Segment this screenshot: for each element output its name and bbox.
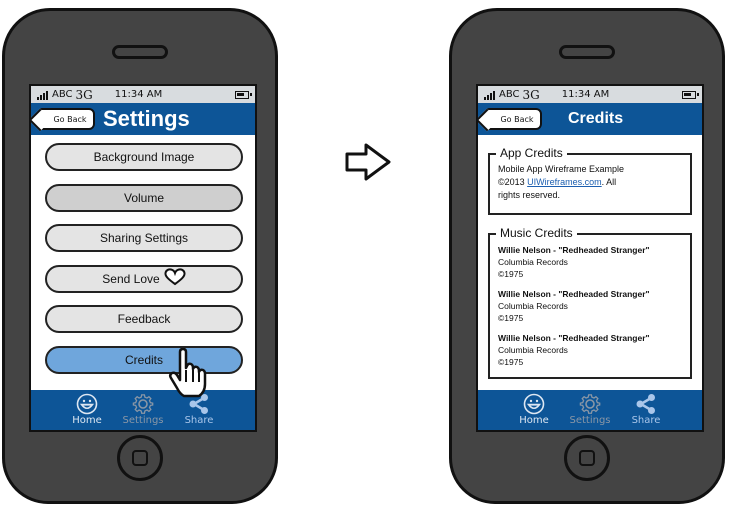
sharing-settings-button[interactable]: Sharing Settings — [45, 224, 243, 252]
tab-home[interactable]: Home — [515, 393, 553, 430]
credit-entry: Willie Nelson - "Redheaded Stranger" Col… — [498, 244, 682, 280]
button-label: Credits — [124, 352, 163, 367]
nav-bar: Go Back Credits — [478, 103, 702, 135]
app-credits-text: Mobile App Wireframe Example ©2013 UIWir… — [498, 163, 682, 202]
nav-bar: Go Back Settings — [31, 103, 255, 135]
credit-artist: Willie Nelson - "Redheaded Stranger" — [498, 333, 650, 343]
settings-screen: ABC 3G 11:34 AM Go Back Settings Backgro… — [29, 84, 257, 432]
tab-share[interactable]: Share — [627, 393, 665, 430]
settings-menu: Background Image Volume Sharing Settings… — [31, 135, 255, 374]
credit-label: Columbia Records — [498, 301, 568, 311]
credit-entry: Willie Nelson - "Redheaded Stranger" Col… — [498, 288, 682, 324]
tab-label: Settings — [122, 415, 164, 426]
page-title: Credits — [568, 110, 624, 127]
page-title: Settings — [103, 106, 190, 131]
credit-label: Columbia Records — [498, 257, 568, 267]
credit-artist: Willie Nelson - "Redheaded Stranger" — [498, 245, 650, 255]
go-back-button[interactable]: Go Back — [486, 108, 542, 130]
copyright-text: ©2013 — [498, 177, 528, 187]
network-type: 3G — [75, 87, 93, 102]
app-credits-group: App Credits Mobile App Wireframe Example… — [488, 146, 692, 215]
tab-bar: Home Settings Share — [478, 390, 702, 430]
send-love-button[interactable]: Send Love — [45, 264, 243, 293]
home-hardware-button[interactable] — [117, 435, 163, 481]
battery-icon — [235, 90, 252, 99]
clock: 11:34 AM — [561, 89, 610, 100]
button-label: Feedback — [117, 312, 171, 326]
app-name-text: Mobile App Wireframe Example — [498, 164, 625, 174]
signal-icon — [484, 90, 495, 100]
tab-bar: Home Settings Share — [31, 390, 255, 430]
network-type: 3G — [522, 87, 540, 102]
signal-icon — [37, 90, 48, 100]
go-back-button[interactable]: Go Back — [39, 108, 95, 130]
gear-icon — [132, 393, 154, 415]
status-bar: ABC 3G 11:34 AM — [31, 86, 255, 103]
credits-screen: ABC 3G 11:34 AM Go Back Credits App Cred… — [476, 84, 704, 432]
go-back-label: Go Back — [500, 114, 534, 124]
status-bar: ABC 3G 11:34 AM — [478, 86, 702, 103]
credit-label: Columbia Records — [498, 345, 568, 355]
credit-year: ©1975 — [498, 357, 524, 367]
volume-button[interactable]: Volume — [45, 183, 243, 212]
tab-share[interactable]: Share — [180, 393, 218, 430]
home-square-icon — [579, 450, 595, 466]
tab-settings[interactable]: Settings — [569, 393, 611, 430]
button-label: Send Love — [102, 271, 160, 286]
speaker-grille — [559, 45, 615, 59]
tab-label: Home — [72, 415, 102, 426]
tab-label: Home — [519, 415, 549, 426]
group-legend: Music Credits — [496, 226, 577, 240]
smiley-icon — [523, 393, 545, 415]
gear-icon — [579, 393, 601, 415]
credit-year: ©1975 — [498, 269, 524, 279]
music-credits-group: Music Credits Willie Nelson - "Redheaded… — [488, 226, 692, 379]
speaker-grille — [112, 45, 168, 59]
go-back-label: Go Back — [53, 114, 87, 124]
pointer-hand-icon — [168, 347, 208, 404]
button-label: Background Image — [93, 150, 195, 164]
credit-artist: Willie Nelson - "Redheaded Stranger" — [498, 289, 650, 299]
phone-settings: ABC 3G 11:34 AM Go Back Settings Backgro… — [2, 8, 278, 504]
button-label: Sharing Settings — [99, 231, 189, 245]
carrier-name: ABC — [499, 89, 520, 100]
phone-credits: ABC 3G 11:34 AM Go Back Credits App Cred… — [449, 8, 725, 504]
rights-text: rights reserved. — [498, 190, 561, 200]
share-icon — [635, 393, 657, 415]
credit-year: ©1975 — [498, 313, 524, 323]
transition-arrow-icon — [344, 143, 392, 185]
clock: 11:34 AM — [114, 89, 163, 100]
tab-label: Share — [631, 415, 661, 426]
battery-icon — [682, 90, 699, 99]
tab-home[interactable]: Home — [68, 393, 106, 430]
share-icon — [188, 393, 210, 415]
music-credits-list: Willie Nelson - "Redheaded Stranger" Col… — [498, 244, 682, 368]
credit-entry: Willie Nelson - "Redheaded Stranger" Col… — [498, 332, 682, 368]
tab-label: Settings — [569, 415, 611, 426]
button-label: Volume — [123, 190, 165, 205]
uiwireframes-link[interactable]: UIWireframes.com — [527, 177, 602, 187]
copyright-suffix: . All — [601, 177, 617, 187]
carrier-name: ABC — [52, 89, 73, 100]
credits-button[interactable]: Credits — [45, 345, 243, 374]
feedback-button[interactable]: Feedback — [45, 305, 243, 333]
group-legend: App Credits — [496, 146, 567, 160]
home-square-icon — [132, 450, 148, 466]
tab-settings[interactable]: Settings — [122, 393, 164, 430]
background-image-button[interactable]: Background Image — [45, 143, 243, 171]
home-hardware-button[interactable] — [564, 435, 610, 481]
smiley-icon — [76, 393, 98, 415]
heart-icon — [164, 268, 186, 289]
tab-label: Share — [184, 415, 214, 426]
